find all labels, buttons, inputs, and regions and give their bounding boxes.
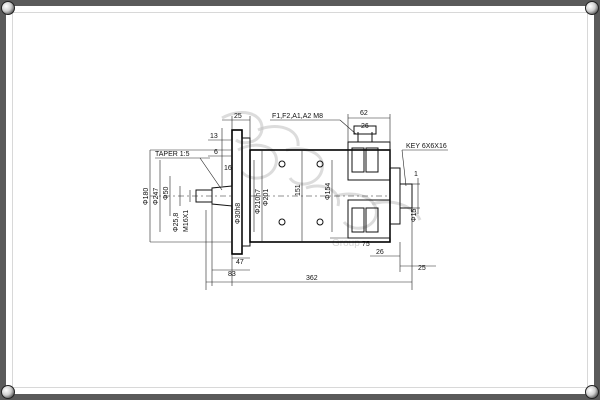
dim-phi25: Φ25,8 [173,213,180,232]
dim-phi201: Φ201 [263,189,270,206]
terminals-label: F1,F2,A1,A2 M8 [272,113,323,120]
dim-25-bot: 25 [418,265,426,272]
dim-25-top: 25 [234,113,242,120]
corner-screw-icon [585,385,599,399]
dim-phi210: Φ210h7 [255,189,262,214]
dimension-lines [149,114,448,290]
corner-screw-icon [585,1,599,15]
dim-83: 83 [228,271,236,278]
key-label: KEY 6X6X16 [406,143,447,150]
dim-47: 47 [236,259,244,266]
dim-13: 13 [210,133,218,140]
drawing-inner-border [12,12,588,388]
dim-6: 6 [214,149,218,156]
dim-phi180: Φ180 [143,188,150,205]
watermark-text: Group [332,238,360,249]
dim-151: 151 [295,184,302,196]
dim-16: 16 [224,165,232,172]
motor-body [150,125,413,255]
dim-26: 26 [361,123,369,130]
dim-m16: M16X1 [183,210,190,232]
dim-1: 1 [414,171,418,178]
dim-362: 362 [306,275,318,282]
dim-62: 62 [360,110,368,117]
dim-75: 75 [362,241,370,248]
dim-phi154: Φ154 [325,183,332,200]
taper-label: TAPER 1:5 [155,151,190,158]
dim-26b: 26 [376,249,384,256]
dim-phi15: Φ15 [411,209,418,222]
dim-phi247: Φ247 [153,188,160,205]
watermark-logo: Group [221,111,422,249]
dim-phi30: Φ30h8 [235,203,242,224]
dim-phi50: Φ50 [163,187,170,200]
corner-screw-icon [1,385,15,399]
corner-screw-icon [1,1,15,15]
dimension-labels: TAPER 1:5 F1,F2,A1,A2 M8 KEY 6X6X16 13 2… [143,110,447,282]
